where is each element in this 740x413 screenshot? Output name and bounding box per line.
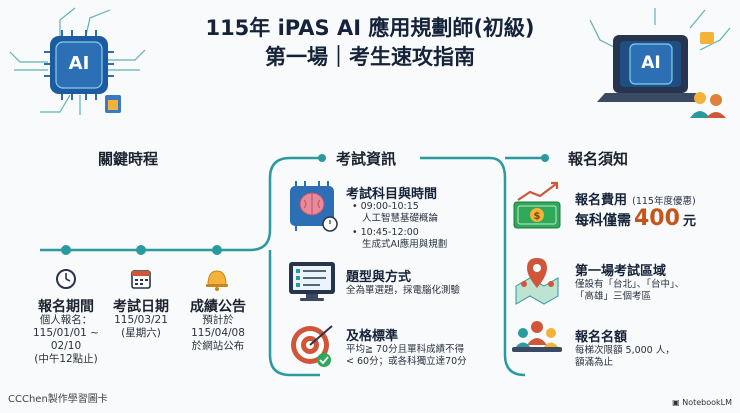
- subject-time: 09:00-10:15: [360, 201, 419, 212]
- subject-bullet-1: • 09:00-10:15 人工智慧基礎概論: [352, 201, 439, 224]
- exam-info-heading: 考試資訊: [336, 150, 397, 168]
- passing-line: < 60分；或各科獨立達70分: [346, 356, 467, 367]
- timeline-title-exam-date: 考試日期: [113, 299, 169, 315]
- brand-name: NotebookLM: [682, 398, 732, 407]
- timeline-line: 預計於: [202, 314, 234, 326]
- timeline-text-results: 預計於 115/04/08 於網站公布: [184, 314, 252, 353]
- timeline-heading: 關鍵時程: [98, 150, 159, 168]
- subject-name: 人工智慧基礎概論: [362, 213, 439, 224]
- timeline-line: 115/01/01 ~: [33, 327, 99, 339]
- clock-icon: [56, 269, 76, 289]
- fee-unit: 元: [682, 214, 696, 229]
- passing-line: 平均≧ 70分且單科成績不得: [346, 344, 465, 355]
- timeline-text-registration: 個人報名： 115/01/01 ~ 02/10 (中午12點止): [26, 314, 106, 366]
- venue-text: 僅設有「台北」、「台中」、 「高雄」三個考區: [575, 279, 684, 303]
- monitor-checklist-icon: [289, 262, 335, 301]
- brand-watermark: ▣ NotebookLM: [672, 398, 732, 407]
- page-title: 115年 iPAS AI 應用規劃師(初級) 第一場｜考生速攻指南: [150, 14, 590, 72]
- timeline-line: (中午12點止): [34, 353, 98, 365]
- quota-text: 每梯次限額 5,000 人， 額滿為止: [575, 345, 675, 369]
- calendar-icon: [131, 270, 151, 289]
- fee-prefix: 每科僅需: [575, 213, 631, 229]
- brain-chip-icon: [290, 181, 338, 232]
- timeline-line: 115/04/08: [191, 327, 245, 339]
- fee-amount: 400: [634, 206, 680, 231]
- target-icon: [291, 325, 333, 367]
- timeline-line: 於網站公布: [191, 340, 245, 352]
- people-icon: [512, 321, 562, 352]
- registration-heading: 報名須知: [568, 150, 629, 168]
- quota-line: 每梯次限額 5,000 人，: [575, 345, 675, 356]
- venue-title: 第一場考試區域: [575, 264, 667, 279]
- map-pin-icon: [515, 258, 559, 305]
- fee-title-row: 報名費用 (115年度優惠): [575, 189, 696, 208]
- subjects-title: 考試科目與時間: [346, 187, 438, 202]
- format-title: 題型與方式: [346, 270, 412, 285]
- timeline-line: (星期六): [121, 327, 161, 339]
- quota-line: 額滿為止: [575, 357, 614, 368]
- title-line-2: 第一場｜考生速攻指南: [265, 45, 475, 69]
- subject-name: 生成式AI應用與規劃: [362, 239, 448, 250]
- fee-title: 報名費用: [575, 193, 628, 208]
- venue-line: 僅設有「台北」、「台中」、: [575, 279, 685, 290]
- passing-title: 及格標準: [346, 329, 399, 344]
- subject-time: 10:45-12:00: [360, 227, 419, 238]
- fee-note: (115年度優惠): [632, 196, 696, 207]
- money-growth-icon: $: [513, 181, 561, 229]
- venue-line: 「高雄」三個考區: [575, 291, 652, 302]
- timeline-title-results: 成績公告: [190, 299, 246, 315]
- timeline-text-exam-date: 115/03/21 (星期六): [106, 314, 176, 340]
- ai-chip-left-label: AI: [68, 53, 90, 74]
- quota-title: 報名名額: [575, 330, 628, 345]
- timeline-line: 個人報名：: [39, 314, 93, 326]
- timeline-title-registration: 報名期間: [38, 299, 94, 315]
- format-text: 全為單選題，採電腦化測驗: [346, 285, 461, 296]
- footer-credit: CCChen製作學習圖卡: [8, 394, 108, 405]
- timeline-line: 02/10: [50, 340, 82, 352]
- title-line-1: 115年 iPAS AI 應用規劃師(初級): [205, 16, 535, 40]
- bell-icon: [206, 270, 228, 291]
- subject-bullet-2: • 10:45-12:00 生成式AI應用與規劃: [352, 227, 448, 250]
- svg-text:$: $: [534, 211, 541, 222]
- passing-text: 平均≧ 70分且單科成績不得 < 60分；或各科獨立達70分: [346, 344, 467, 368]
- timeline-line: 115/03/21: [114, 314, 168, 326]
- ai-chip-right-label: AI: [641, 53, 661, 73]
